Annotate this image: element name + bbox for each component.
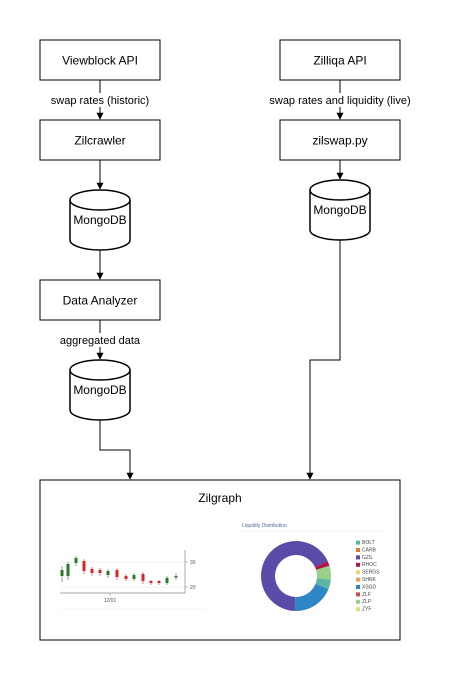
donut-slice [294,583,329,611]
legend-swatch [356,585,360,589]
edge-label-swap-rates-historic: swap rates (historic) [51,95,149,107]
y-tick-20: 20 [190,585,196,591]
donut-slice [316,565,331,580]
legend-label: BOLT [362,540,375,546]
candle [98,570,102,573]
legend-label: GZIL [362,555,373,561]
legend-swatch [356,540,360,545]
node-zilcrawler: Zilcrawler [39,119,161,161]
zilliqa-api-label: Zilliqa API [313,54,366,68]
node-mongodb-1: MongoDB [69,189,131,251]
legend-label: SHRK [362,577,377,583]
candle [174,576,178,578]
data-analyzer-label: Data Analyzer [63,294,138,308]
legend-swatch [356,548,360,552]
legend-label: RHOC [362,562,377,568]
legend-label: CARB [362,547,377,553]
mongodb-1-label: MongoDB [73,213,126,227]
viewblock-api-label: Viewblock API [62,54,138,68]
legend-swatch [356,592,360,597]
node-data-analyzer: Data Analyzer [39,279,161,321]
node-zilswap-py: zilswap.py [279,119,401,161]
edge-label-bg [56,333,144,347]
legend-swatch [356,607,360,612]
candle [82,561,86,571]
edge-mongodb-to-zilgraph-right [306,240,341,480]
candle [124,576,128,579]
legend-label: ZLP [362,599,372,605]
candle [132,575,136,579]
legend-label: SERGS [362,570,380,576]
candle [165,578,169,583]
candle [74,558,78,563]
zilswap-py-label: zilswap.py [312,134,367,148]
legend-label: ZYF [362,607,371,613]
legend-swatch [356,570,360,575]
x-tick-date: 12/01 [104,598,117,604]
node-mongodb-2: MongoDB [309,179,371,241]
candlestick-chart-preview: 30 20 12/01 [60,550,207,610]
candles [60,556,178,585]
y-tick-30: 30 [190,560,196,566]
donut-slice [261,541,328,611]
donut-title: Liquidity Distribution [242,523,287,529]
candle [157,581,161,583]
candle [60,570,64,576]
edge-label-bg [48,93,152,107]
legend-swatch [356,577,360,582]
candle [115,570,119,577]
donut-slices [261,541,331,611]
candle [90,569,94,573]
edge-label-bg [268,93,412,107]
legend-label: XSGD [362,584,377,590]
edge-label-aggregated-data: aggregated data [60,335,141,347]
mongodb-2-label: MongoDB [313,203,366,217]
node-zilgraph: Zilgraph [39,479,401,641]
zilcrawler-label: Zilcrawler [74,134,125,148]
node-zilliqa-api: Zilliqa API [279,39,401,81]
legend-swatch [356,562,360,567]
node-viewblock-api: Viewblock API [39,39,161,81]
candle [141,574,145,581]
donut-slice [315,578,331,590]
legend-swatch [356,599,360,604]
candle [66,564,70,576]
edge-label-swap-rates-liquidity-live: swap rates and liquidity (live) [269,95,410,107]
node-mongodb-3: MongoDB [69,359,131,421]
candle [149,581,153,583]
edge-mongodb-to-zilgraph-left [99,420,134,480]
donut-slice [315,561,330,570]
legend-label: ZLF [362,592,371,598]
candle [106,571,110,575]
zilgraph-label: Zilgraph [198,491,241,505]
mongodb-3-label: MongoDB [73,383,126,397]
legend-swatch [356,555,360,560]
